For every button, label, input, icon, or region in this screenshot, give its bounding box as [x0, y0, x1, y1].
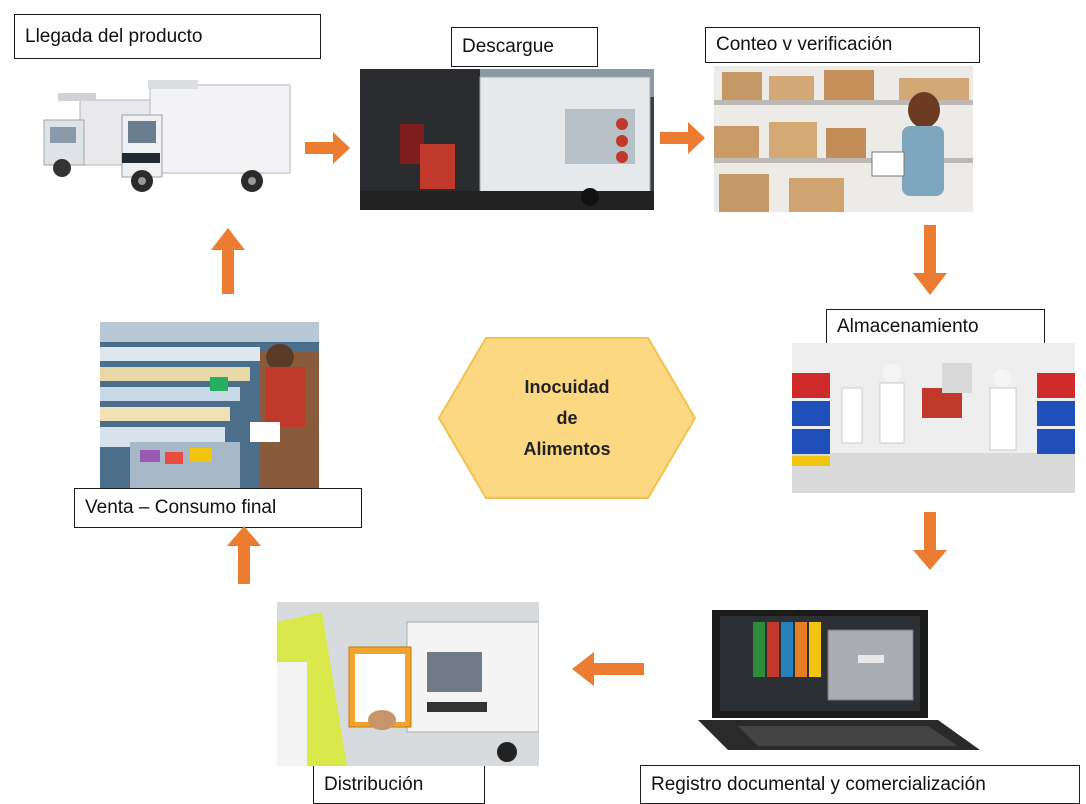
step-label-arrival: Llegada del producto: [14, 14, 321, 59]
step-label-unload: Descargue: [451, 27, 598, 67]
arrow-right-1: [305, 132, 350, 164]
step-count-text: Conteo v verificación: [716, 34, 893, 55]
step-label-sale: Venta – Consumo final: [74, 488, 362, 528]
distribution-image: [277, 602, 539, 766]
trucks-image: [40, 75, 295, 200]
unloading-image: [360, 69, 654, 210]
step-arrival-text: Llegada del producto: [25, 25, 203, 47]
step-label-distribution: Distribución: [313, 765, 485, 804]
step-unload-text: Descargue: [462, 36, 554, 57]
step-label-records: Registro documental y comercialización: [640, 765, 1080, 804]
step-label-storage: Almacenamiento: [826, 309, 1045, 345]
step-label-count: Conteo v verificación: [705, 27, 980, 63]
step-distribution-text: Distribución: [324, 773, 424, 795]
hexagon-text: Inocuidad de Alimentos: [438, 337, 696, 499]
arrow-right-2: [660, 122, 705, 154]
arrow-up-2: [211, 228, 245, 294]
step-records-text: Registro documental y comercialización: [651, 773, 986, 795]
hexagon-line-1: Inocuidad: [524, 376, 610, 397]
step-storage-text: Almacenamiento: [837, 316, 979, 337]
hexagon-line-3: Alimentos: [523, 438, 611, 459]
arrow-down-2: [913, 512, 947, 570]
hexagon-line-2: de: [556, 407, 578, 428]
arrow-up-1: [227, 526, 261, 584]
counting-image: [714, 66, 973, 212]
storage-image: [792, 343, 1075, 493]
food-safety-hexagon: Inocuidad de Alimentos: [438, 337, 696, 499]
supermarket-image: [100, 322, 319, 488]
step-sale-text: Venta – Consumo final: [85, 497, 277, 518]
laptop-files-image: [698, 600, 988, 760]
arrow-down-1: [913, 225, 947, 295]
arrow-left-1: [572, 652, 644, 686]
